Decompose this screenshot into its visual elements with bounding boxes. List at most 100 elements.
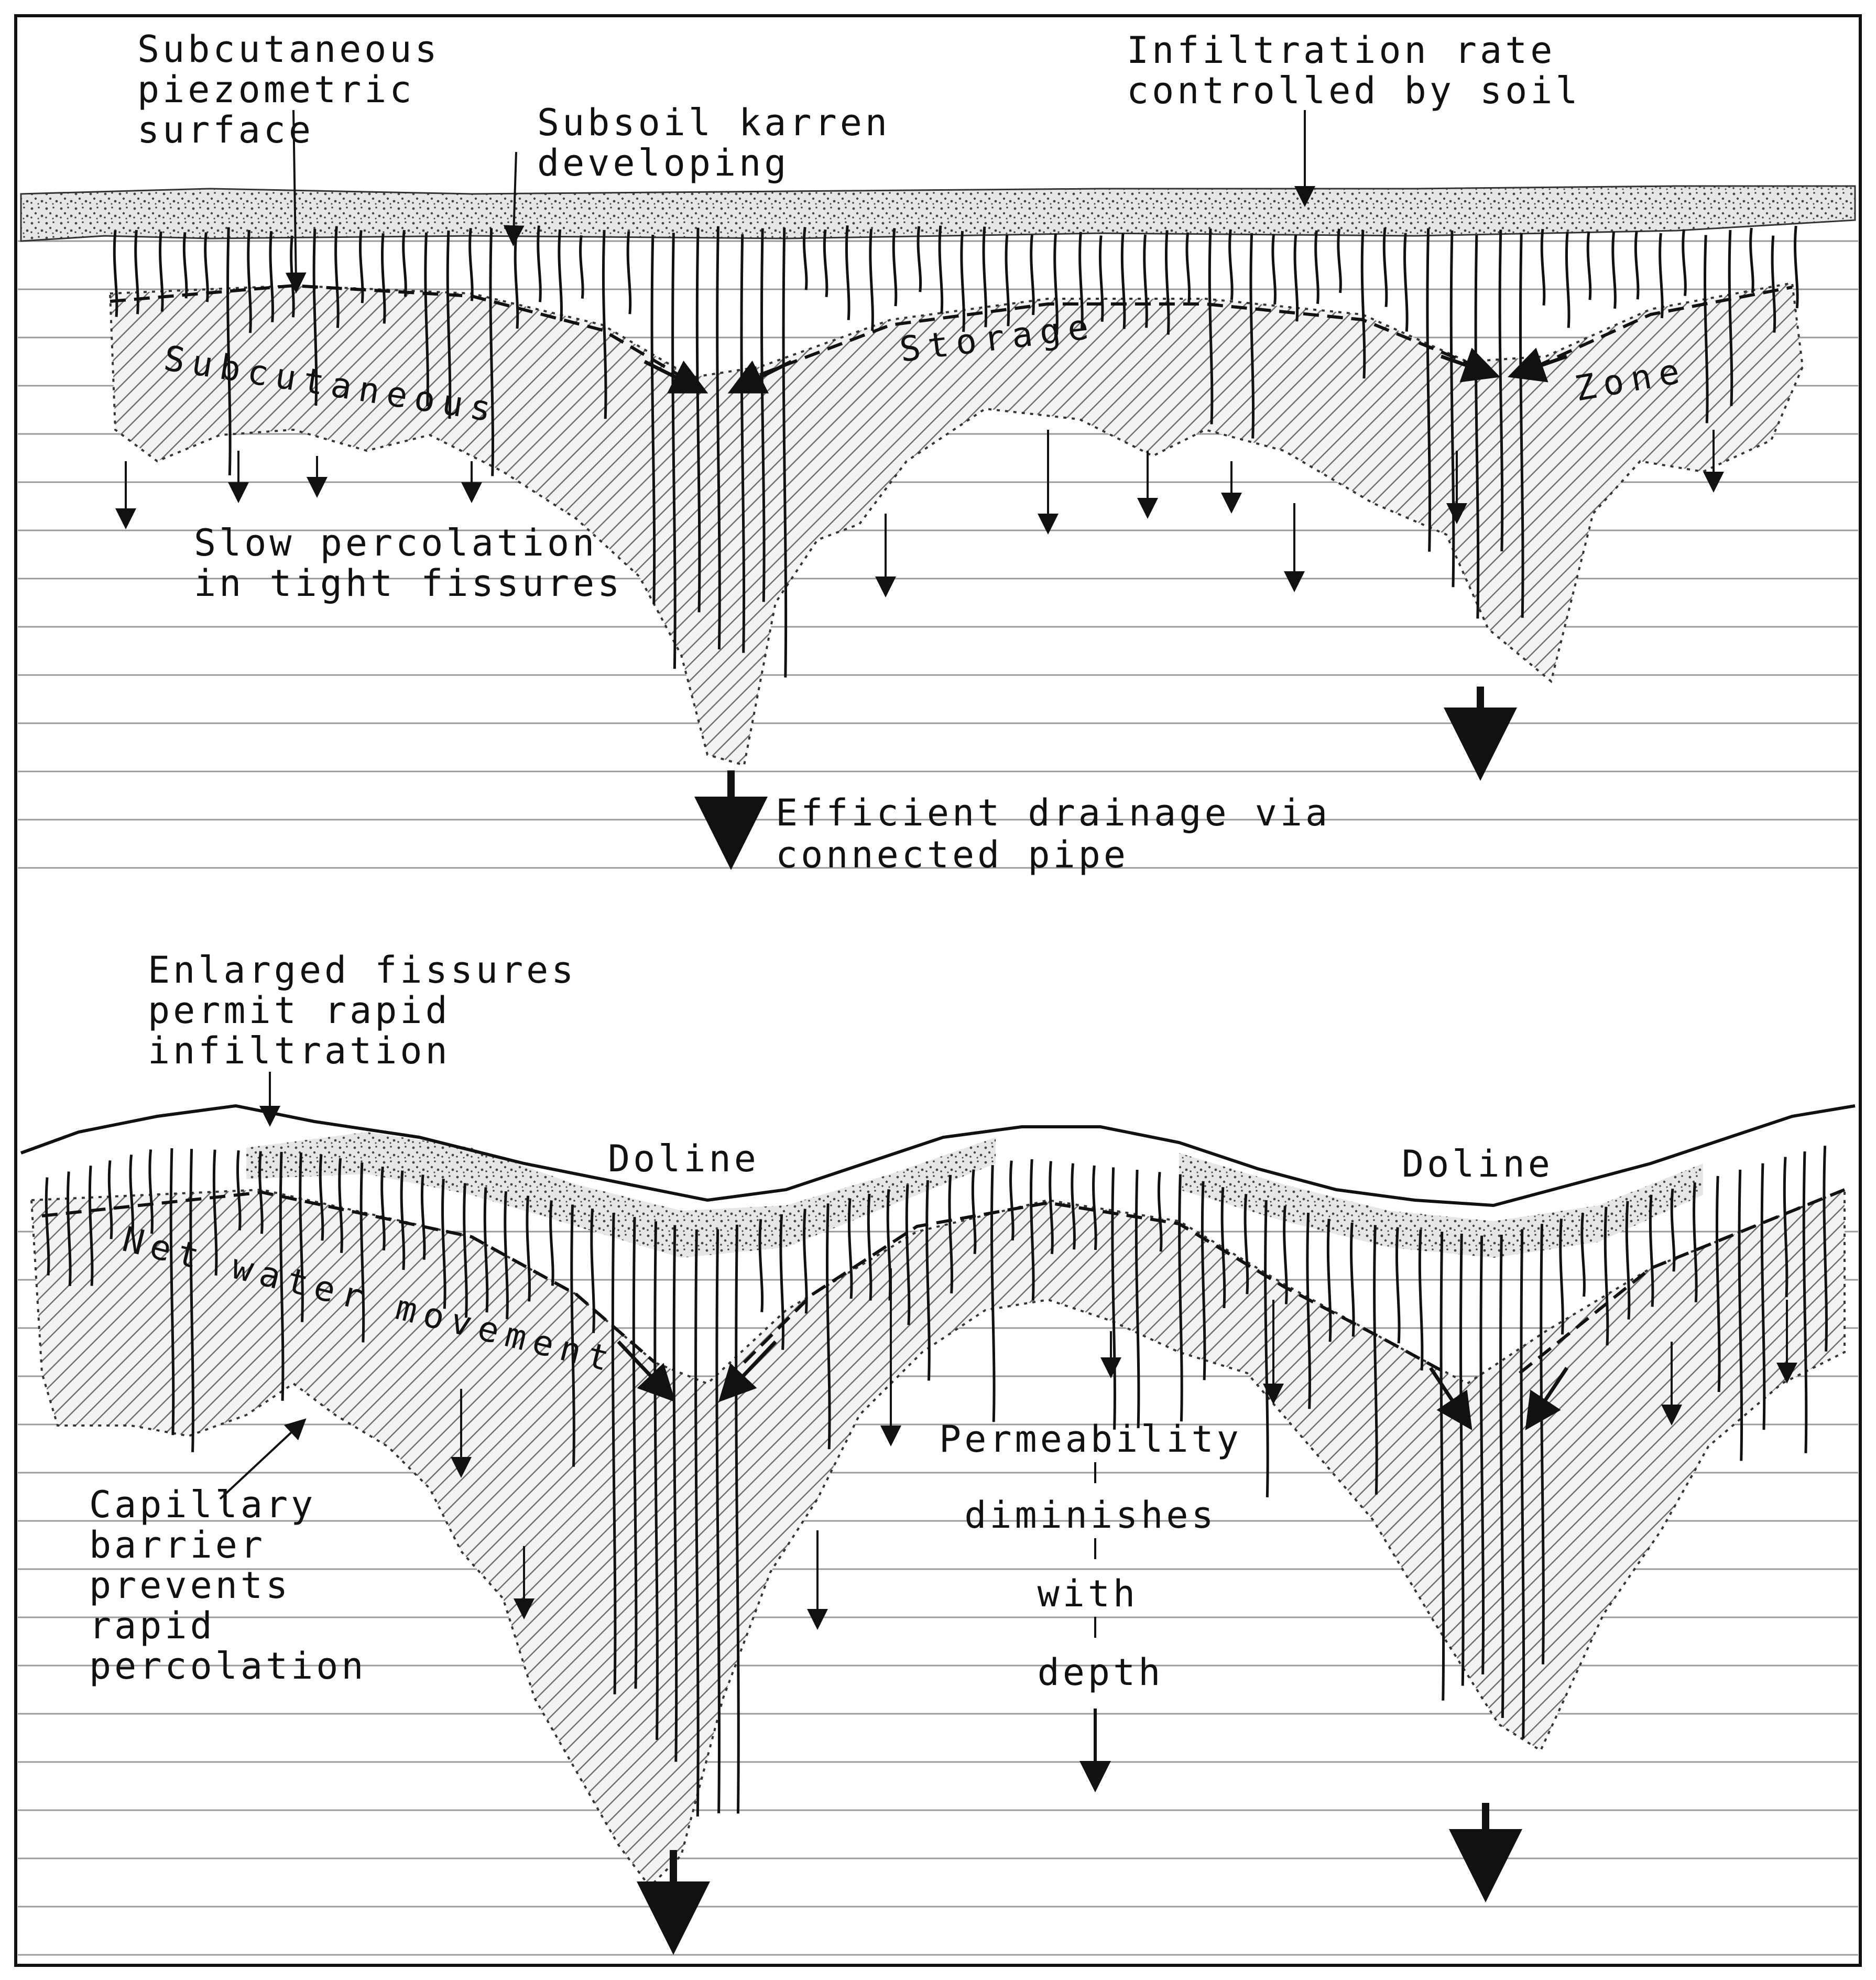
- karren-fissure: [441, 1179, 446, 1309]
- karren-fissure: [1382, 227, 1388, 307]
- karren-fissure: [760, 228, 766, 602]
- lower-convergence-arrow: [718, 1340, 777, 1402]
- karren-fissure: [695, 227, 701, 613]
- pointer-capillary-barrier: [219, 1418, 307, 1500]
- karren-fissure: [1693, 1182, 1698, 1302]
- karren-fissure: [1185, 232, 1191, 303]
- karren-fissure: [982, 226, 988, 328]
- karren-fissure: [420, 1174, 426, 1260]
- karren-fissure: [1580, 1213, 1586, 1297]
- upper-convergence-arrow: [643, 360, 708, 394]
- karren-fissure: [1264, 1200, 1269, 1497]
- karren-fissure: [468, 228, 474, 301]
- karren-fissure: [88, 1166, 94, 1286]
- karren-fissure: [334, 226, 340, 328]
- lower-percolation-arrows: [451, 1268, 1797, 1630]
- karren-fissure: [1823, 1146, 1828, 1352]
- karren-fissure: [279, 1151, 285, 1401]
- label-capillary-barrier: Capillary barrier prevents rapid percola…: [89, 1483, 367, 1688]
- karren-fissure: [1326, 1219, 1332, 1342]
- lower-soil-doline-right: [1179, 1153, 1703, 1258]
- karren-fissure: [1802, 1151, 1808, 1453]
- upper-karren-fissures: [113, 225, 1799, 678]
- upper-percolation-arrows: [115, 430, 1724, 597]
- karren-fissure: [1418, 1229, 1424, 1371]
- karren-fissure: [1373, 1225, 1378, 1495]
- karren-fissure: [1157, 1172, 1163, 1252]
- karren-fissure: [1439, 1232, 1445, 1701]
- karren-fissure: [653, 1221, 659, 1740]
- karren-fissure: [782, 227, 788, 678]
- karren-fissure: [269, 231, 274, 322]
- karren-fissure: [359, 1162, 365, 1343]
- karren-fissure: [67, 1171, 72, 1286]
- label-doline-right: Doline: [1402, 1143, 1553, 1185]
- karren-fissure: [1201, 1181, 1206, 1380]
- karren-fissure: [758, 1219, 764, 1312]
- karren-fissure: [1738, 1169, 1743, 1461]
- label-permeability: Permeability diminishes with depth: [939, 1418, 1267, 1694]
- karren-fissure: [1143, 234, 1148, 328]
- karren-fissure: [1586, 231, 1592, 300]
- karren-fissure: [626, 231, 632, 314]
- karren-fissure: [159, 231, 164, 312]
- karren-fissure: [1220, 1187, 1226, 1309]
- karren-fissure: [1682, 229, 1687, 296]
- pointer-subcutaneous-surface: [285, 110, 307, 293]
- karren-fissure: [45, 1177, 50, 1276]
- karren-fissure: [558, 229, 563, 321]
- karren-fissure: [735, 1224, 740, 1814]
- karren-fissure: [1360, 230, 1366, 379]
- karren-fissure: [938, 225, 944, 314]
- karren-fissure: [611, 1213, 617, 1694]
- upper-soil-layer: [20, 185, 1856, 242]
- karren-fissure: [1634, 231, 1640, 300]
- karren-fissure: [312, 229, 318, 406]
- lower-convergence-arrow: [1429, 1367, 1473, 1431]
- label-enlarged-fissures: Enlarged fissures permit rapid infiltrat…: [148, 949, 602, 1072]
- karren-fissure: [845, 225, 850, 320]
- karren-fissure: [1208, 229, 1214, 425]
- karren-fissure: [715, 1229, 721, 1813]
- karren-fissure: [990, 1165, 996, 1422]
- karren-fissure: [446, 230, 452, 419]
- karren-fissure: [380, 1166, 386, 1251]
- karren-fissure: [570, 1204, 575, 1467]
- karren-fissure: [740, 234, 746, 653]
- karren-fissure: [1053, 233, 1059, 335]
- karren-fissure: [504, 1191, 509, 1319]
- karren-fissure: [1715, 1176, 1721, 1392]
- karren-fissure: [424, 232, 429, 407]
- karren-fissure: [579, 235, 584, 299]
- karren-fissure: [1749, 227, 1754, 293]
- upper-piezometric-line: [110, 284, 1793, 384]
- karren-fissure: [226, 227, 232, 475]
- karren-fissure: [590, 1208, 595, 1333]
- karren-fissure: [1771, 235, 1776, 333]
- karren-fissure: [1520, 1229, 1525, 1739]
- karren-fissure: [803, 226, 808, 290]
- karren-fissure: [1540, 229, 1546, 306]
- karren-fissure: [1337, 229, 1342, 293]
- karren-fissure: [463, 1183, 468, 1318]
- karren-fissure: [1426, 228, 1431, 552]
- karren-fissure: [1704, 235, 1709, 423]
- karren-fissure: [258, 1151, 264, 1234]
- karren-fissure: [247, 230, 252, 333]
- lower-karren-fissures: [45, 1146, 1828, 1817]
- karren-fissure: [359, 230, 364, 303]
- upper-convergence-arrow: [727, 360, 792, 394]
- karren-fissure: [1071, 1163, 1076, 1250]
- label-infiltration-rate: Infiltration rate controlled by soil: [1127, 29, 1581, 112]
- karren-fissure: [1049, 1161, 1054, 1254]
- karren-fissure: [671, 233, 677, 669]
- karren-fissure: [1728, 230, 1733, 406]
- karren-fissure: [948, 1174, 953, 1293]
- karren-fissure: [1283, 1205, 1288, 1304]
- lower-convergence-arrow: [617, 1340, 676, 1402]
- karren-fissure: [1479, 1235, 1485, 1674]
- karren-fissure: [299, 1152, 304, 1322]
- karren-fissure: [1649, 1194, 1654, 1307]
- karren-fissure: [1449, 230, 1455, 588]
- label-doline-left: Doline: [608, 1137, 759, 1180]
